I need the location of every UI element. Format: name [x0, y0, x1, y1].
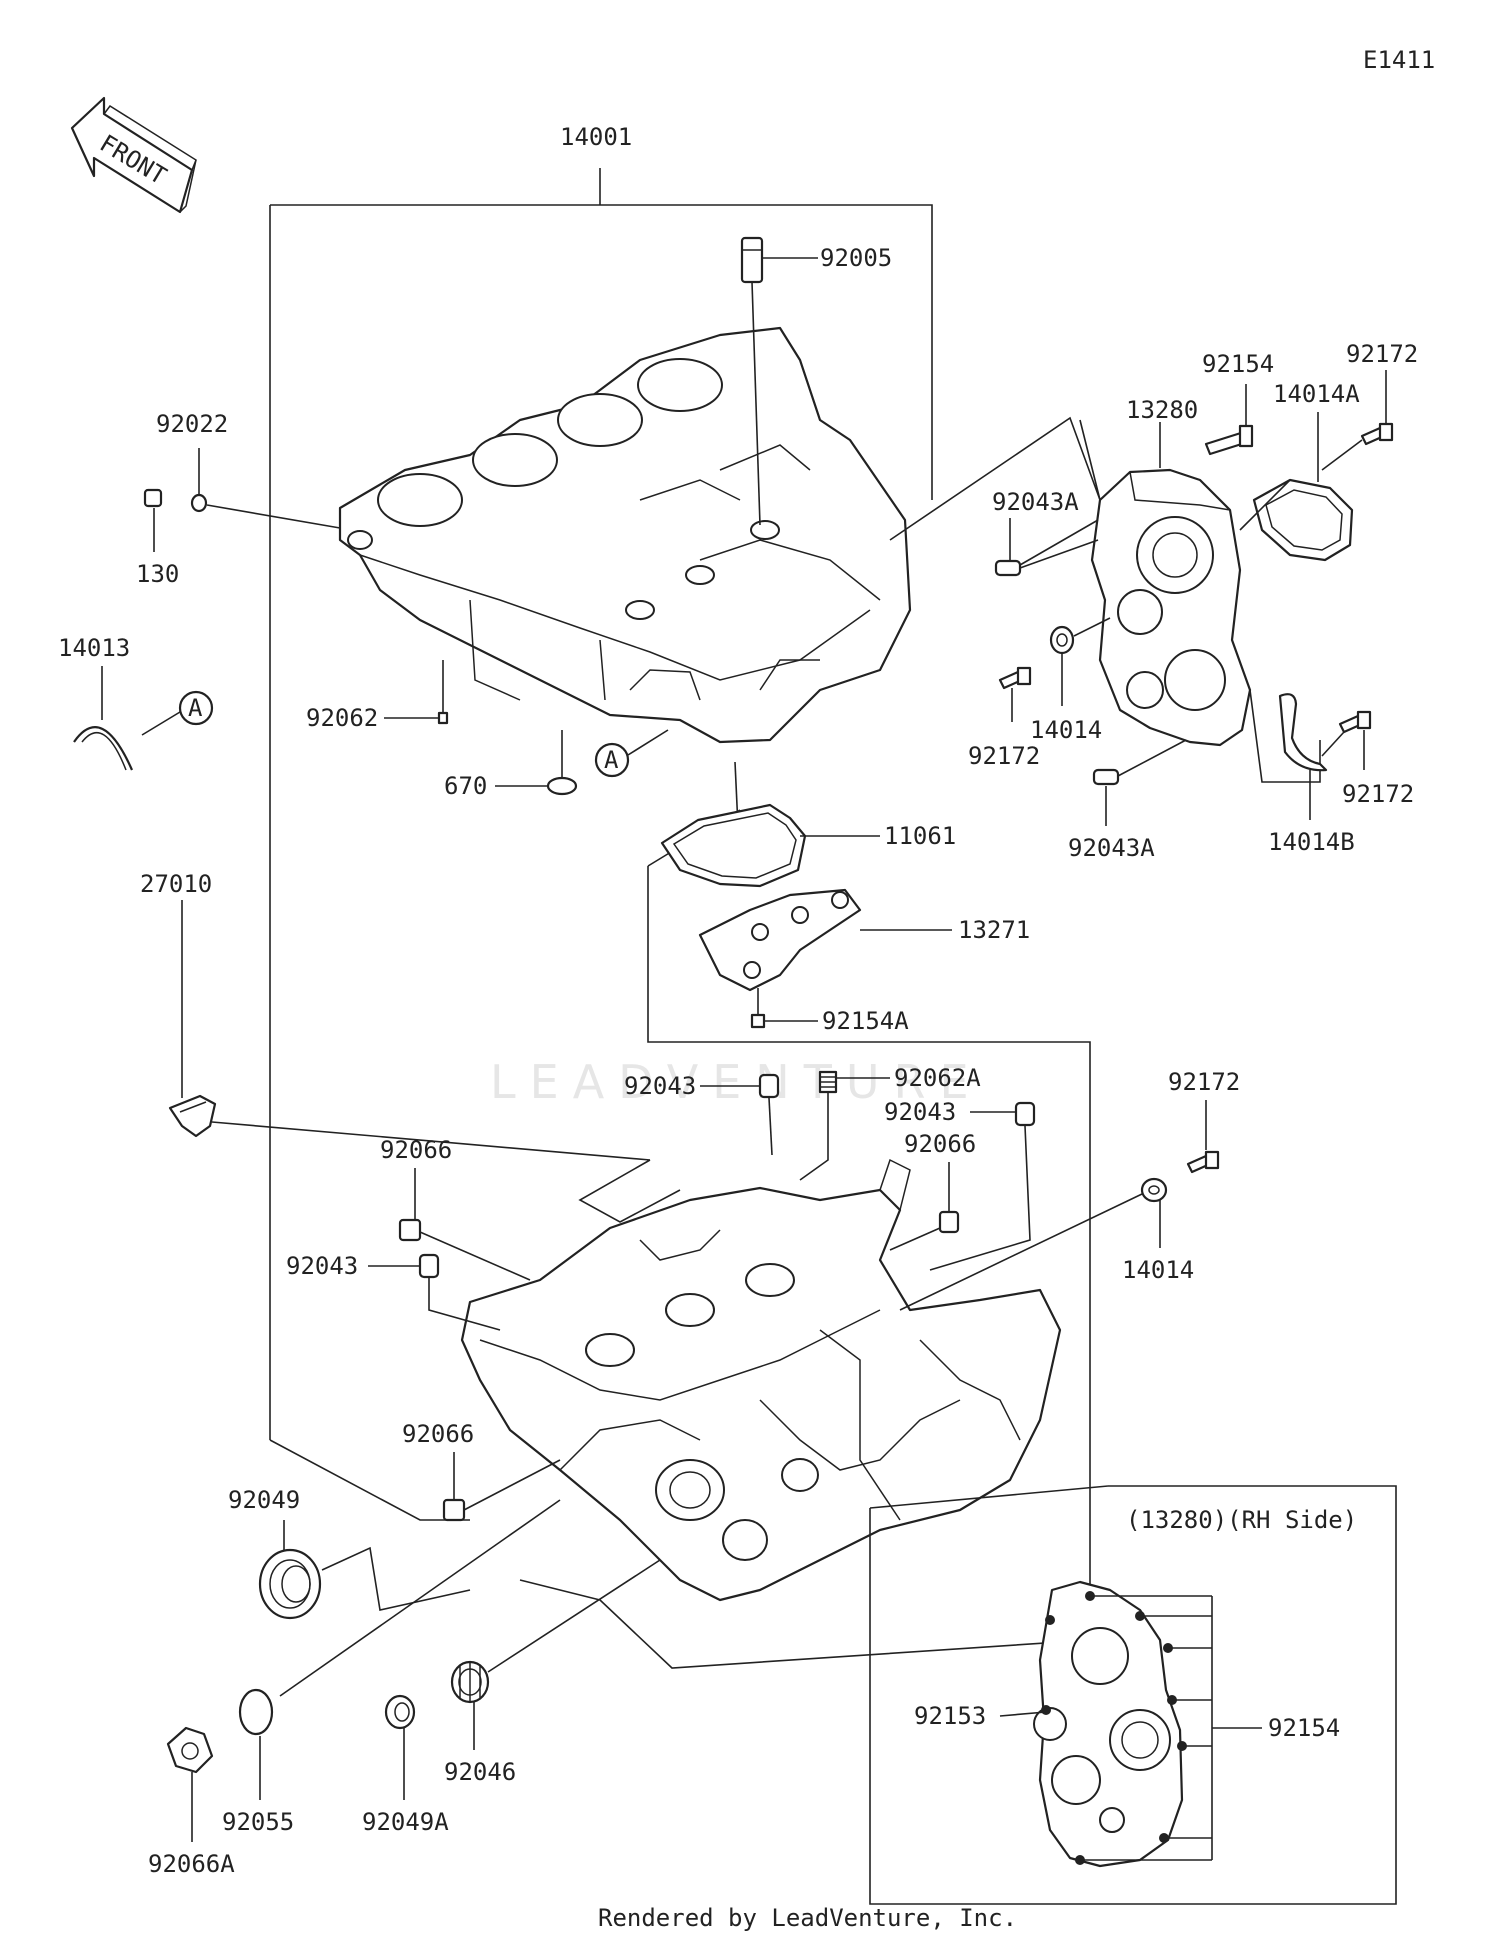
label-92043-b: 92043 — [884, 1098, 956, 1126]
seal-92049A-icon — [384, 1694, 416, 1800]
label-92043-c: 92043 — [286, 1252, 358, 1280]
label-92172-d: 92172 — [1168, 1068, 1240, 1096]
plug-92066A-icon — [166, 1726, 214, 1842]
label-92055: 92055 — [222, 1808, 294, 1836]
plug-92066-c-icon — [442, 1452, 561, 1522]
label-92062A: 92062A — [894, 1064, 981, 1092]
label-92172-b: 92172 — [968, 742, 1040, 770]
label-92066A: 92066A — [148, 1850, 235, 1878]
label-130: 130 — [136, 560, 179, 588]
label-11061: 11061 — [884, 822, 956, 850]
label-27010: 27010 — [140, 870, 212, 898]
diagram-code: E1411 — [1363, 46, 1435, 74]
dowel-92043-a-icon — [700, 1073, 780, 1156]
circle-a-2-label: A — [604, 746, 619, 774]
screw-92172-d-icon — [1186, 1100, 1220, 1174]
lower-crankcase — [460, 1158, 1062, 1602]
circle-a-1-label: A — [188, 694, 203, 722]
screw-92172-a-icon — [1321, 370, 1394, 471]
washer-92022-icon — [190, 448, 341, 529]
label-14014B: 14014B — [1268, 828, 1355, 856]
plate-13271-icon — [698, 888, 952, 992]
label-14001: 14001 — [560, 123, 632, 151]
label-92043A-a: 92043A — [992, 488, 1079, 516]
cover-13280 — [1079, 419, 1252, 747]
reference-circle-a-2: A — [594, 729, 669, 778]
washer-14014-a-icon — [1049, 617, 1111, 706]
washer-14014-b-icon — [899, 1177, 1168, 1311]
dowel-92043-b-icon — [929, 1101, 1036, 1271]
label-92154-b: 92154 — [1268, 1714, 1340, 1742]
front-arrow-icon: FRONT — [70, 96, 197, 214]
label-92154: 92154 — [1202, 350, 1274, 378]
label-92046: 92046 — [444, 1758, 516, 1786]
plug-92062-icon — [384, 660, 449, 725]
watermark: LEADVENTURE — [490, 1055, 983, 1109]
label-92066-c: 92066 — [402, 1420, 474, 1448]
screw-92172-b-icon — [998, 666, 1032, 722]
bolt-130-icon — [143, 488, 163, 552]
dowel-92043A-a-icon — [994, 518, 1099, 577]
reference-circle-a-1: A — [178, 690, 214, 726]
o-ring-92055-icon — [238, 1499, 561, 1800]
rh-side-inset: (13280)(RH Side) — [869, 1485, 1397, 1905]
gasket-14014A-icon — [1239, 412, 1354, 562]
label-92062: 92062 — [306, 704, 378, 732]
label-92022: 92022 — [156, 410, 228, 438]
bracket-14014B-icon — [1278, 693, 1328, 820]
label-92172-a: 92172 — [1346, 340, 1418, 368]
label-92049A: 92049A — [362, 1808, 449, 1836]
bolt-92154-icon — [1204, 384, 1254, 456]
gasket-11061-icon — [660, 803, 880, 888]
footer-credit: Rendered by LeadVenture, Inc. — [598, 1904, 1017, 1932]
screw-92172-c-icon — [1321, 710, 1372, 770]
label-13280: 13280 — [1126, 396, 1198, 424]
plug-92062A-icon — [799, 1070, 890, 1181]
label-14014-a: 14014 — [1030, 716, 1102, 744]
label-92066-a: 92066 — [380, 1136, 452, 1164]
dowel-92043A-b-icon — [1092, 739, 1187, 826]
label-14014-b: 14014 — [1122, 1256, 1194, 1284]
bolt-92154A-icon — [750, 988, 818, 1029]
label-92154A: 92154A — [822, 1007, 909, 1035]
label-670: 670 — [444, 772, 487, 800]
bearing-92046-icon — [450, 1559, 661, 1750]
label-92172-c: 92172 — [1342, 780, 1414, 808]
label-92066-b: 92066 — [904, 1130, 976, 1158]
label-92005: 92005 — [820, 244, 892, 272]
bearing-14013-icon — [73, 666, 181, 771]
label-13271: 13271 — [958, 916, 1030, 944]
seal-92049-icon — [258, 1520, 471, 1620]
label-92043A-b: 92043A — [1068, 834, 1155, 862]
inset-title: (13280)(RH Side) — [1126, 1506, 1357, 1534]
plug-92066-a-icon — [398, 1168, 531, 1281]
upper-crankcase — [338, 326, 912, 744]
o-ring-670-icon — [495, 730, 578, 796]
label-92043-a: 92043 — [624, 1072, 696, 1100]
plug-92066-b-icon — [889, 1162, 960, 1251]
dowel-92043-c-icon — [368, 1253, 501, 1331]
switch-27010-icon — [168, 900, 681, 1223]
label-14014A: 14014A — [1273, 380, 1360, 408]
cover-bracket-lines — [889, 416, 1321, 783]
label-92049: 92049 — [228, 1486, 300, 1514]
label-14013: 14013 — [58, 634, 130, 662]
upper-crankcase-bracket — [269, 168, 933, 1060]
part-92005-icon — [740, 236, 818, 526]
label-92153: 92153 — [914, 1702, 986, 1730]
